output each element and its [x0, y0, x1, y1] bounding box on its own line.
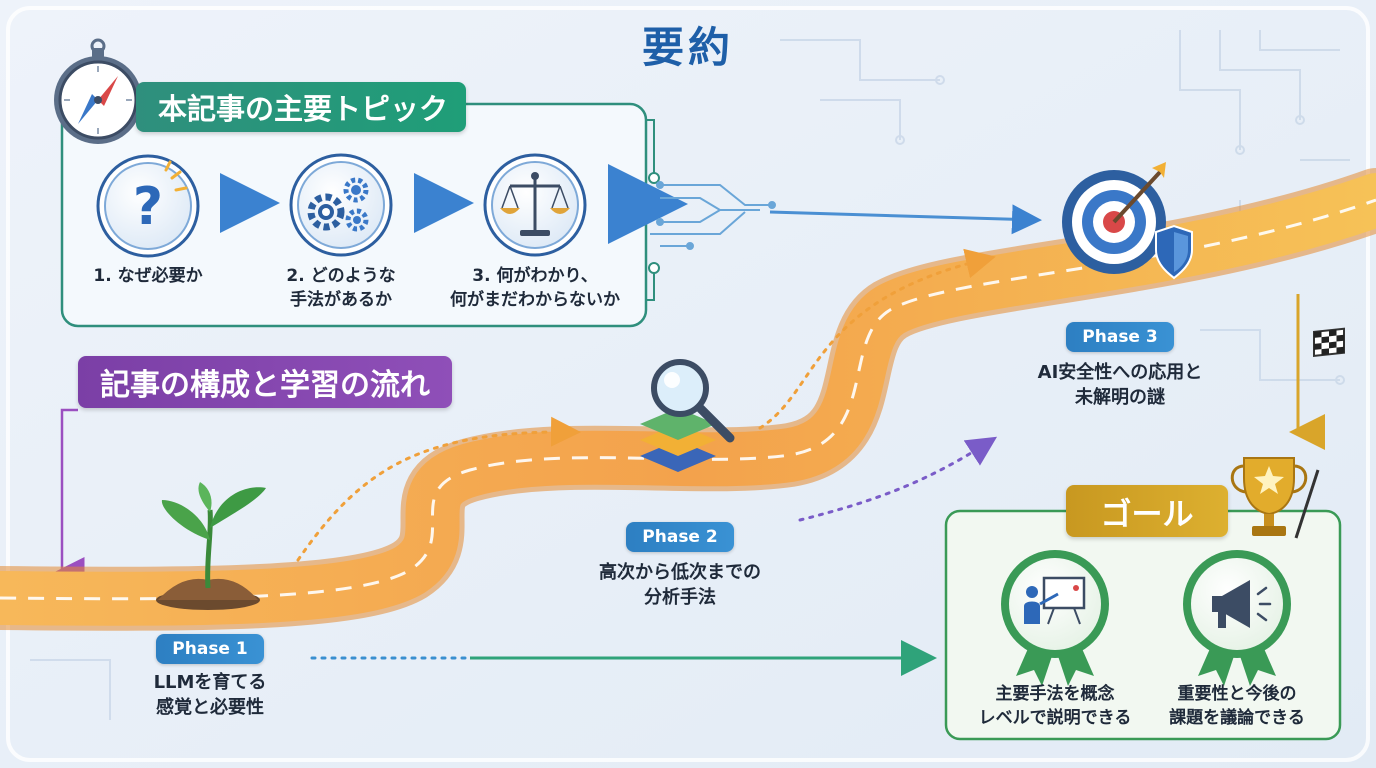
topic-label-3: 3. 何がわかり、 何がまだわからないか	[450, 266, 620, 310]
phase-2-badge: Phase 2	[626, 522, 734, 552]
topics-header: 本記事の主要トピック	[136, 82, 467, 132]
presenter-medal-icon	[1001, 550, 1109, 686]
dotted-arrow-1	[296, 416, 581, 562]
topics-to-phase3-arrow	[769, 204, 1042, 235]
goal-label-1: 主要手法を概念 レベルで説明できる	[978, 684, 1132, 728]
gears-icon	[289, 153, 393, 257]
scales-icon	[483, 153, 587, 257]
target-shield-icon	[1062, 162, 1193, 280]
question-icon: ?	[96, 154, 200, 258]
trophy-icon	[1230, 457, 1308, 536]
structure-header: 記事の構成と学習の流れ	[78, 356, 452, 408]
topic-label-2: 2. どのような 手法があるか	[286, 266, 396, 310]
goal-header: ゴール	[1066, 485, 1228, 537]
phase-3-badge: Phase 3	[1066, 322, 1174, 352]
phase-1-desc: LLMを育てる 感覚と必要性	[153, 672, 267, 718]
phase-1-badge: Phase 1	[156, 634, 264, 664]
dotted-arrow-3	[798, 436, 998, 522]
phase-2-desc: 高次から低次までの 分析手法	[599, 562, 761, 608]
compass-icon	[54, 38, 142, 144]
megaphone-medal-icon	[1183, 550, 1291, 686]
sprout-icon	[156, 482, 266, 610]
structure-arrow	[54, 408, 85, 587]
goal-label-2: 重要性と今後の 課題を議論できる	[1169, 684, 1305, 728]
checkered-flag-icon	[1294, 327, 1345, 539]
dotted-arrow-2	[758, 248, 996, 430]
topic-label-1: 1. なぜ必要か	[93, 266, 203, 286]
circuit-branch	[650, 181, 776, 250]
svg-text:?: ?	[133, 177, 163, 237]
page-title: 要約	[641, 23, 734, 72]
magnifier-layers-icon	[640, 359, 735, 472]
phase-3-desc: AI安全性への応用と 未解明の謎	[1037, 362, 1203, 408]
